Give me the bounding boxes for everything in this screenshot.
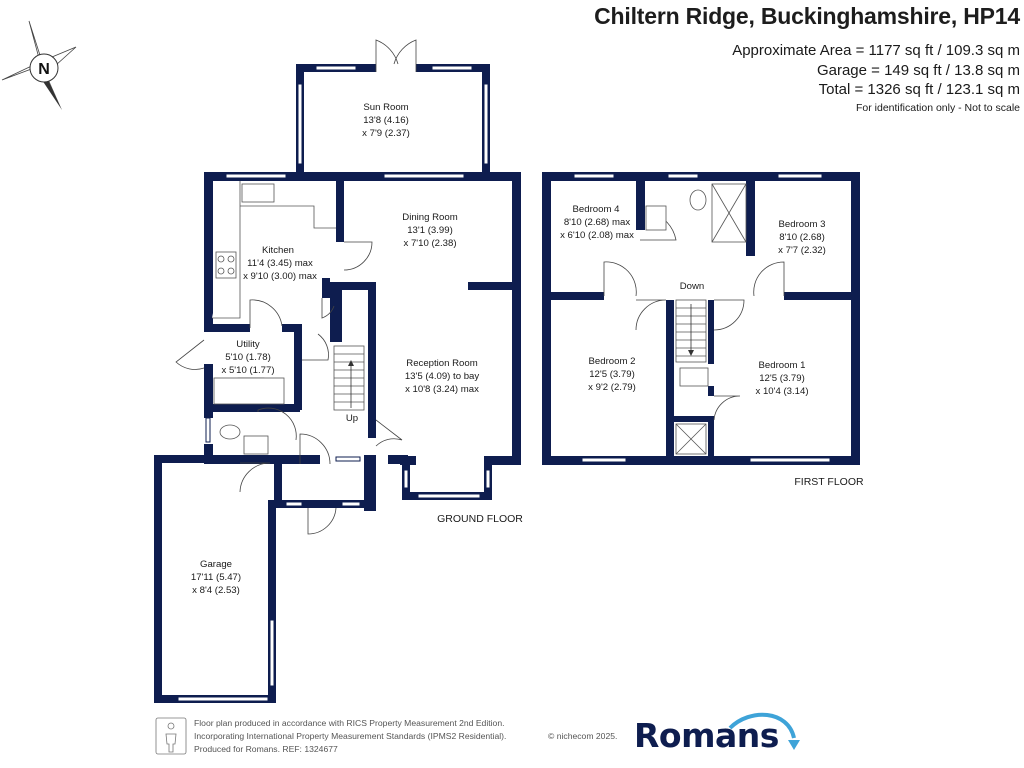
basin-icon [679, 367, 709, 387]
kitchen-dim1: 11'4 (3.45) max [247, 258, 313, 269]
garage-name: Garage [200, 559, 232, 570]
dining-room-dim2: x 7'10 (2.38) [403, 238, 456, 249]
person-icon [155, 717, 187, 755]
ground-floor-fixtures [212, 181, 365, 455]
total-area: Total = 1326 sq ft / 123.1 sq m [818, 81, 1020, 98]
bedroom-3-name: Bedroom 3 [779, 219, 826, 230]
stairs-down-label: Down [680, 281, 705, 292]
sun-room-name: Sun Room [363, 102, 408, 113]
bedroom-2-dim2: x 9'2 (2.79) [588, 382, 636, 393]
utility-dim1: 5'10 (1.78) [225, 352, 271, 363]
disclaimer: For identification only - Not to scale [856, 102, 1020, 114]
logo-swoosh-icon [728, 712, 800, 750]
dining-room-name: Dining Room [402, 212, 457, 223]
copyright: © nichecom 2025. [548, 731, 618, 741]
toilet-icon [219, 424, 241, 440]
bedroom-1-name: Bedroom 1 [759, 360, 806, 371]
utility-name: Utility [236, 339, 260, 350]
ground-floor-doors [175, 39, 417, 535]
utility-dim2: x 5'10 (1.77) [221, 365, 274, 376]
ground-floor-label: GROUND FLOOR [437, 513, 523, 525]
bedroom-4-dim1: 8'10 (2.68) max [564, 217, 631, 228]
compass-icon: N [1, 20, 77, 110]
basin-icon [645, 205, 667, 231]
sun-room-dim2: x 7'9 (2.37) [362, 128, 410, 139]
bedroom-2-dim1: 12'5 (3.79) [589, 369, 635, 380]
romans-logo: Romans [634, 716, 779, 755]
bedroom-4-name: Bedroom 4 [573, 204, 621, 215]
toilet-icon [689, 189, 707, 211]
kitchen-dim2: x 9'10 (3.00) max [243, 271, 317, 282]
bedroom-1-dim2: x 10'4 (3.14) [755, 386, 808, 397]
garage-area: Garage = 149 sq ft / 13.8 sq m [816, 62, 1020, 79]
first-floor-label: FIRST FLOOR [794, 476, 864, 488]
bedroom-4-dim2: x 6'10 (2.08) max [560, 230, 634, 241]
basin-icon [243, 435, 269, 455]
garage-dim1: 17'11 (5.47) [191, 572, 241, 583]
reception-room-dim2: x 10'8 (3.24) max [405, 384, 479, 395]
first-floor-stairs [675, 299, 707, 363]
footer-note-1: Floor plan produced in accordance with R… [194, 718, 505, 728]
footer-note-2: Incorporating International Property Mea… [194, 731, 507, 741]
ground-floor-windows [177, 65, 491, 702]
footer-note-3: Produced for Romans. REF: 1324677 [194, 744, 338, 754]
reception-room-dim1: 13'5 (4.09) to bay [405, 371, 480, 382]
compass-label: N [38, 61, 50, 78]
ground-floor-stairs [333, 345, 365, 411]
garage-dim2: x 8'4 (2.53) [192, 585, 240, 596]
first-floor-walls [542, 172, 860, 465]
stairs-up-label: Up [346, 413, 358, 424]
bedroom-2-name: Bedroom 2 [589, 356, 636, 367]
reception-room-name: Reception Room [406, 358, 477, 369]
first-floor-fixtures [645, 183, 747, 455]
dining-room-dim1: 13'1 (3.99) [407, 225, 453, 236]
hob-icon [215, 251, 237, 279]
kitchen-name: Kitchen [262, 245, 294, 256]
first-floor-windows [573, 173, 831, 463]
sun-room-dim1: 13'8 (4.16) [363, 115, 409, 126]
first-floor-doors [603, 211, 785, 421]
bedroom-3-dim1: 8'10 (2.68) [779, 232, 825, 243]
approximate-area: Approximate Area = 1177 sq ft / 109.3 sq… [732, 42, 1020, 59]
page-title: Chiltern Ridge, Buckinghamshire, HP14 [594, 3, 1020, 29]
bedroom-3-dim2: x 7'7 (2.32) [778, 245, 826, 256]
bedroom-1-dim1: 12'5 (3.79) [759, 373, 805, 384]
